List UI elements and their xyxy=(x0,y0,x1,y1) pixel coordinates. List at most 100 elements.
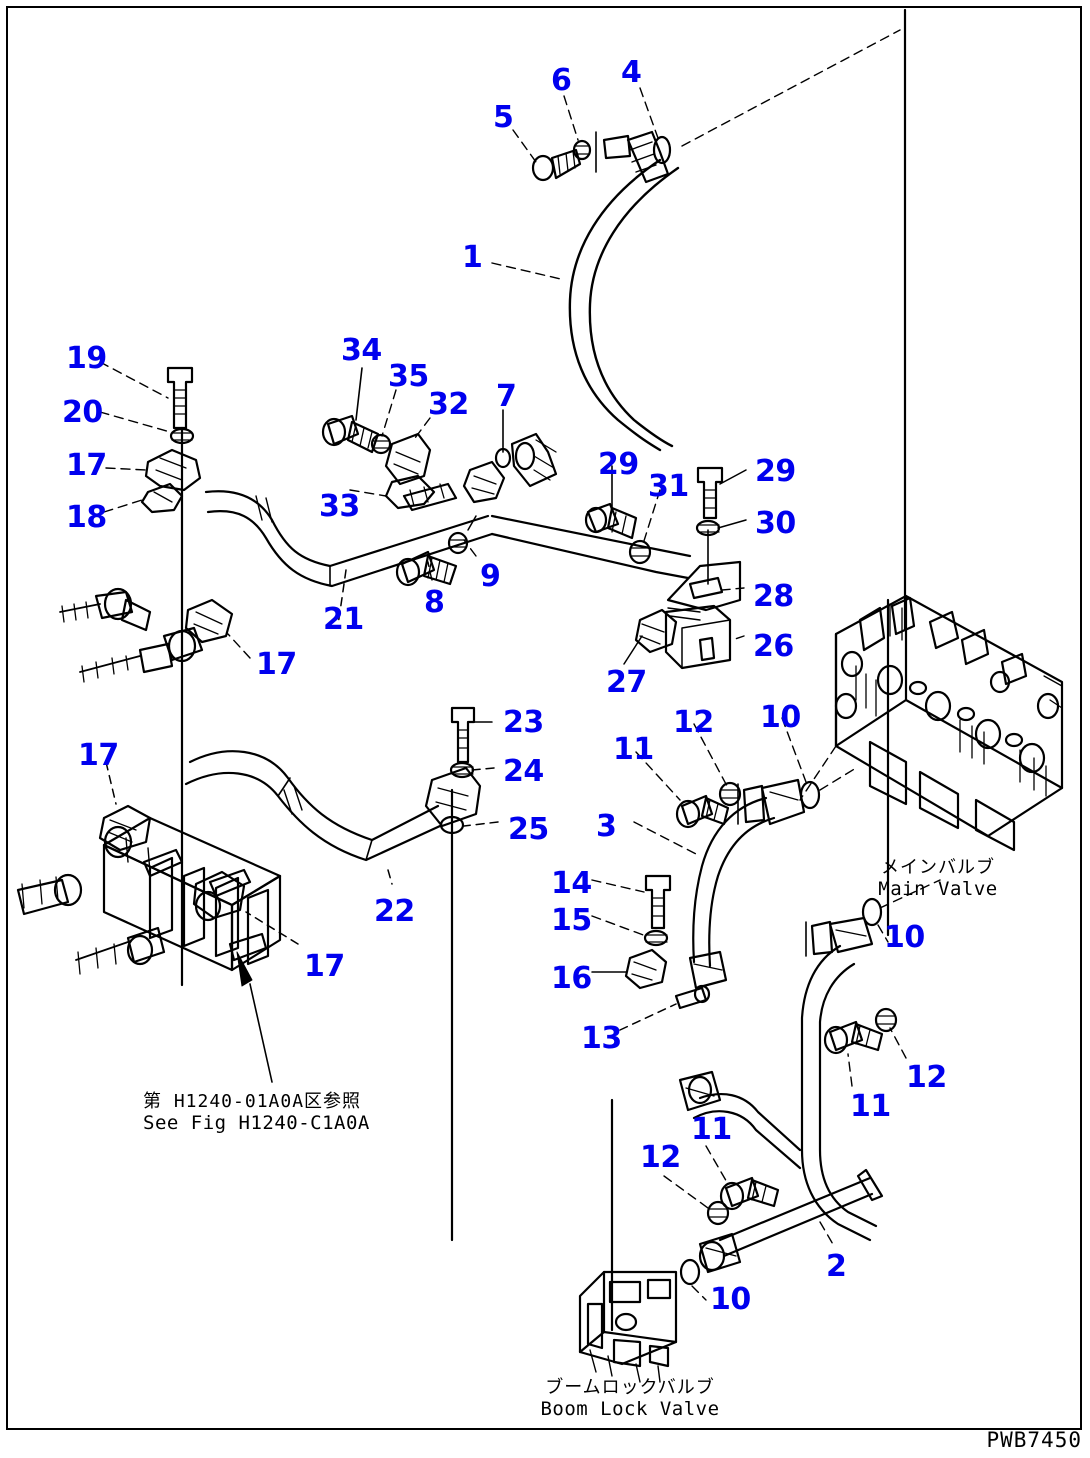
valve-block-body xyxy=(102,843,234,972)
valve-hose-b-end xyxy=(126,926,166,964)
tube-1-inner xyxy=(588,166,680,448)
fitting-1-top xyxy=(626,130,670,184)
mv-knob-8 xyxy=(989,670,1011,694)
mv-front-edge xyxy=(834,698,908,748)
leader-3 xyxy=(633,821,701,857)
clamp-17a xyxy=(144,448,202,492)
tube-3-inner xyxy=(708,816,776,968)
blv-foot-b xyxy=(635,1363,661,1383)
hose-b-stem xyxy=(79,655,141,673)
valve-hose-a-nut xyxy=(53,873,83,907)
hose-b-thread xyxy=(81,655,129,683)
tube-3-outer xyxy=(692,796,768,964)
flange-3-hatch xyxy=(769,791,799,801)
bolt-8-shank xyxy=(422,554,458,586)
fitting-boomlock-nut xyxy=(698,1240,726,1272)
tube-21-clampmark xyxy=(255,495,273,523)
oring-4 xyxy=(652,135,672,165)
leader-30 xyxy=(717,519,747,529)
mv-port-e xyxy=(1000,652,1028,686)
callout-4: 4 xyxy=(621,55,642,90)
fitting-boomlock-hatch xyxy=(705,1247,737,1257)
tube-2-inner xyxy=(818,962,878,1228)
hose-29a-thread xyxy=(611,511,627,535)
hose-end-29a-tail xyxy=(606,506,638,540)
leader-27 xyxy=(623,635,643,665)
hose-end-a-tail xyxy=(120,598,152,632)
boom-lock-valve-label-jp: ブームロックバルブ xyxy=(545,1377,715,1398)
leader-18 xyxy=(103,499,143,513)
clamp-33-hatch xyxy=(409,483,445,507)
callout-3: 3 xyxy=(596,809,617,844)
callout-29-a: 29 xyxy=(598,447,639,482)
bolt-11c-nut xyxy=(719,1181,745,1211)
valve-hose-b-thread xyxy=(77,943,117,975)
clamp-33-b xyxy=(402,482,458,512)
callout-32: 32 xyxy=(428,387,469,422)
pin-13-head xyxy=(693,984,711,1004)
fitting-1-hatch xyxy=(629,141,657,173)
callout-13: 13 xyxy=(581,1021,622,1056)
bolt-11b-nut xyxy=(823,1025,849,1055)
leader-31 xyxy=(642,489,661,545)
blv-side-detail xyxy=(586,1302,604,1350)
bracket-mid xyxy=(462,460,506,504)
callout-17-a: 17 xyxy=(66,448,107,483)
leader-6 xyxy=(563,95,579,141)
bolt-23-thread xyxy=(457,729,469,749)
mv-ribs-a xyxy=(855,665,877,717)
flange-6-plate xyxy=(602,134,632,160)
valve-hose-a-thread xyxy=(21,876,59,909)
valve-spool-4 xyxy=(246,888,270,966)
hose-end-a-nut xyxy=(103,587,133,621)
leader-8 xyxy=(427,561,433,581)
bracket-28 xyxy=(666,560,742,612)
leader-34 xyxy=(355,367,363,421)
leader-11c xyxy=(705,1145,729,1185)
hose-a-stem xyxy=(59,603,101,613)
bolt-11-a xyxy=(680,794,714,826)
leader-35 xyxy=(381,389,397,437)
mv-port-a xyxy=(858,606,886,652)
mv-bottom-block-c xyxy=(974,798,1016,852)
washer-31 xyxy=(628,539,652,565)
washer-35-hatch xyxy=(373,440,390,449)
bolt-34-nut xyxy=(321,417,347,447)
fitting-7-body xyxy=(510,432,558,488)
mv-detail-right xyxy=(1043,675,1063,709)
leader-10b xyxy=(877,924,889,943)
hose-end-b2 xyxy=(138,642,174,674)
bolt-29b-thread xyxy=(703,489,717,509)
tube-1-outer xyxy=(568,158,662,452)
leader-32 xyxy=(411,417,431,443)
bolt-8-thread xyxy=(427,557,449,583)
bolt-11a-nut xyxy=(675,799,701,829)
blv-foot xyxy=(589,1349,613,1377)
callout-23: 23 xyxy=(503,705,544,740)
washer-12-c xyxy=(706,1200,730,1226)
mv-knob-2 xyxy=(834,692,858,720)
callout-12-b: 12 xyxy=(906,1060,947,1095)
clamp-17c-nut xyxy=(103,825,133,859)
tube-2-branch-b xyxy=(692,1110,802,1170)
bolt-19-thread xyxy=(173,389,187,415)
leader-15 xyxy=(591,915,647,937)
hose-a-thread xyxy=(61,601,89,623)
bolt-11a-shank xyxy=(700,796,730,826)
callout-11-c: 11 xyxy=(691,1112,732,1147)
mv-knob-5 xyxy=(974,718,1002,750)
flange-3b-hatch xyxy=(693,963,723,971)
bolt-11c-thread xyxy=(751,1181,767,1203)
callout-1: 1 xyxy=(462,240,483,275)
mv-bottom-block-b xyxy=(918,770,960,830)
clamp-16-hatch xyxy=(631,961,657,981)
mv-ribs-b xyxy=(959,719,985,765)
leader-4b xyxy=(681,29,901,147)
leader-10a-b xyxy=(819,767,857,791)
tube-2-diag-a xyxy=(718,1176,872,1242)
washer-12-b xyxy=(874,1007,898,1033)
bolt-34-thread xyxy=(351,423,373,449)
callout-11-b: 11 xyxy=(850,1089,891,1124)
bolt-19 xyxy=(166,366,194,430)
